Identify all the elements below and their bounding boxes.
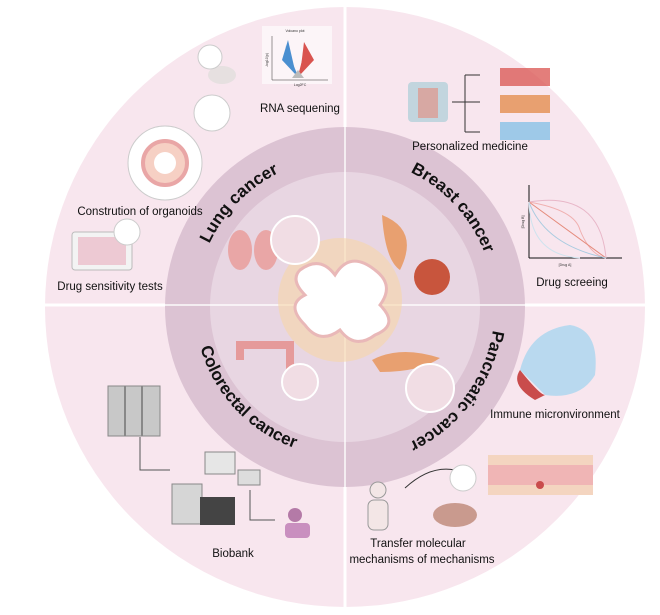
label-drug-sensitivity: Drug sensitivity tests xyxy=(57,281,163,293)
patient-row-red-icon xyxy=(500,68,550,86)
patient-group-icon xyxy=(408,82,448,122)
lung-icon xyxy=(228,230,278,270)
drug-screening-chart: [Drug A] [Drug B] xyxy=(521,185,622,267)
volcano-xlabel: Log2FC xyxy=(294,83,307,87)
cells-zoom-icon xyxy=(449,464,477,492)
researcher-icon xyxy=(285,508,310,538)
mouse-model-icon xyxy=(433,503,477,527)
pancreas-icon xyxy=(372,351,440,372)
organoid-icon xyxy=(127,125,203,201)
server-rack-icon xyxy=(107,385,161,437)
organoid-zoom-small-icon xyxy=(197,44,223,70)
label-construction-organoids: Constrution of organoids xyxy=(77,206,203,218)
immune-tissue-icon xyxy=(517,325,596,400)
volcano-title: Volcano plot xyxy=(285,29,304,33)
volcano-ylabel: -log10(p) xyxy=(265,53,269,67)
organoid-center-icon xyxy=(278,238,402,362)
breast-tumor-icon xyxy=(414,259,450,295)
patient-icon xyxy=(367,481,389,531)
organoid-zoom-mid-icon xyxy=(193,94,231,132)
pipette-zoom-icon xyxy=(113,218,141,246)
breast-icon xyxy=(382,215,407,270)
volcano-plot: Volcano plot Log2FC -log10(p) xyxy=(262,26,332,87)
blood-vessel-icon xyxy=(488,455,593,495)
patient-row-blue-icon xyxy=(500,122,550,140)
analyzer-icon xyxy=(204,451,261,486)
drug-chart-ylabel: [Drug B] xyxy=(521,216,525,229)
colon-zoom-icon xyxy=(281,363,319,401)
label-personalized-medicine: Personalized medicine xyxy=(412,141,528,153)
label-transfer-2: mechanisms of mechanisms xyxy=(349,554,494,566)
computer-workstation-icon xyxy=(171,483,235,525)
drug-chart-xlabel: [Drug A] xyxy=(559,263,572,267)
label-biobank: Biobank xyxy=(212,548,254,560)
label-immune-microenvironment: Immune micronvironment xyxy=(490,409,621,421)
patient-row-orange-icon xyxy=(500,95,550,113)
label-drug-screening: Drug screeing xyxy=(536,277,608,289)
mouse-icon xyxy=(208,66,236,84)
label-transfer-1: Transfer molecular xyxy=(370,538,466,550)
well-plate-icon xyxy=(71,231,133,271)
label-rna-sequencing: RNA sequening xyxy=(260,103,340,115)
pancreas-zoom-icon xyxy=(405,363,455,413)
lung-zoom-icon xyxy=(270,215,320,265)
